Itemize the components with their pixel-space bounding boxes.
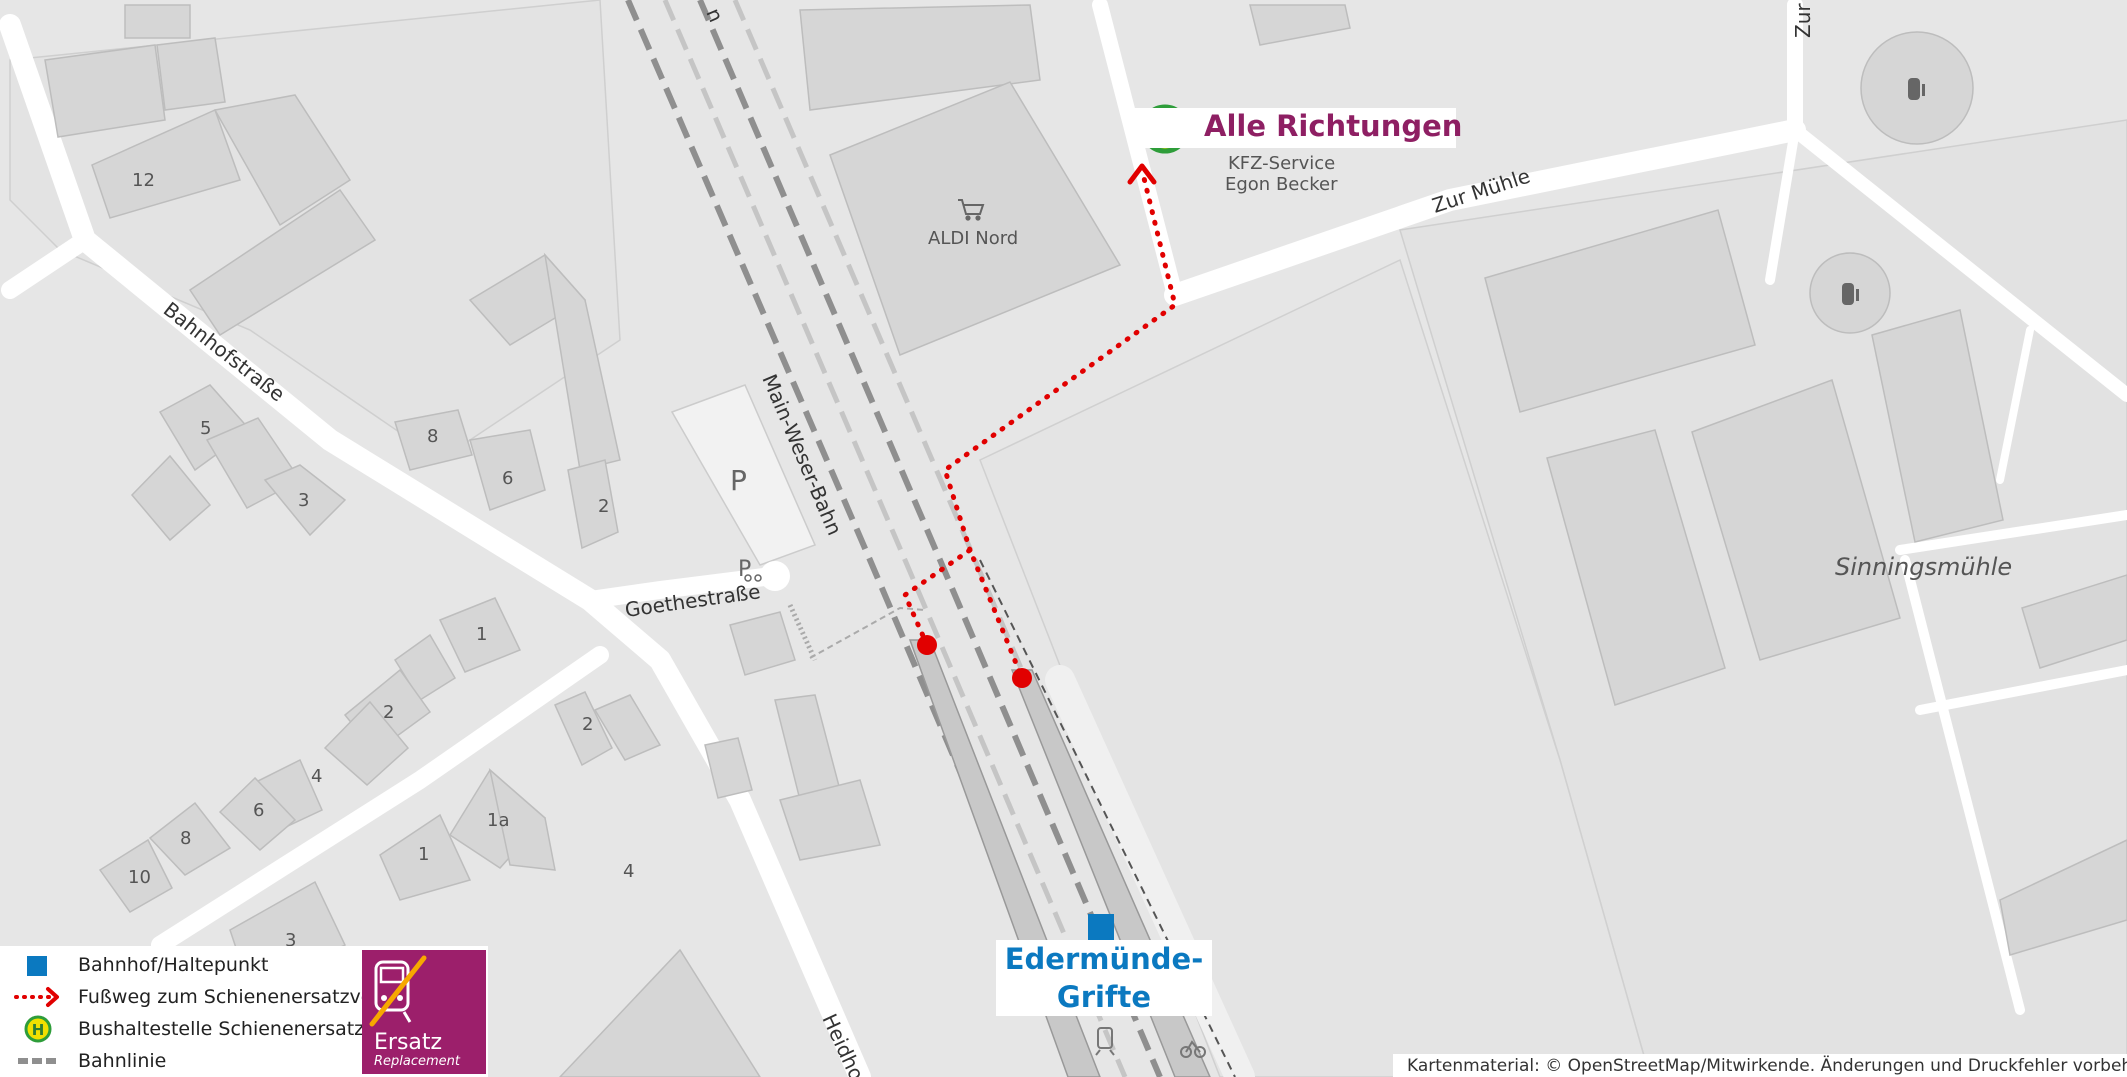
station-square-icon [14,950,62,980]
rail-track-west [625,0,1093,1077]
station-tram-icon [1095,1027,1115,1056]
house-number: 3 [298,490,309,511]
house-number: 12 [132,170,155,191]
platform-marker-west [917,635,937,655]
station-name: Edermünde- Grifte [996,940,1212,1016]
house-number: 1a [487,810,509,831]
parking-area [670,384,817,566]
legend-label: Fußweg zum Schienenersatzverkehr [78,986,423,1008]
road-goethestrasse [581,566,789,609]
ersatz-subtitle: Replacement [374,1054,461,1069]
road-zur-south [1765,125,1800,285]
road-east-south [1900,555,2025,1015]
legend-item-bus-stop: H Bushaltestelle Schienenersatzverkehr [14,1014,437,1044]
house-number: 3 [285,930,296,951]
house-number: 2 [598,496,609,517]
steps [787,603,818,662]
road-zur-east [1788,123,2127,402]
house-number: 4 [623,861,634,882]
road-south-west [151,646,609,954]
route-arrow-icon [1127,163,1157,185]
station-label-box [996,940,1212,1016]
platform-marker-east [1012,668,1032,688]
house-number: 2 [383,702,394,723]
road-east-south-2 [1915,665,2127,715]
legend-item-rail: Bahnlinie [14,1046,166,1076]
bus-stop-label-box [1130,108,1456,148]
train-crossed-icon [369,955,427,1027]
label-aldi: ALDI Nord [928,228,1018,249]
rail-track-center-1 [662,0,1128,1077]
house-numbers: 12 5 3 8 6 2 1 2 2 4 6 8 10 1 1a 4 3 [128,170,634,951]
rail-line-icon [14,1046,62,1076]
station-bike-icon [1180,1040,1206,1058]
house-number: 1 [476,624,487,645]
tank-north-icon [1908,78,1925,100]
buildings [44,4,2127,1077]
road-zur-muehle [1164,119,1806,306]
legend-item-station: Bahnhof/Haltepunkt [14,950,268,980]
station-name-line2: Grifte [1056,980,1152,1014]
footbridge [809,606,926,659]
label-kfz-2: Egon Becker [1225,174,1338,195]
ersatz-badge: Ersatz Replacement [362,950,486,1074]
house-number: 2 [582,714,593,735]
walking-route [901,167,1178,681]
bus-stop-h-icon: H [14,1014,62,1044]
house-number: 6 [502,468,513,489]
station-name-line1: Edermünde- [1004,942,1204,976]
house-number: 4 [311,766,322,787]
legend-item-footpath: Fußweg zum Schienenersatzverkehr [14,982,422,1012]
house-number: 10 [128,867,151,888]
label-zur: Zur [1791,3,1815,38]
shop-cart-icon [958,199,985,221]
house-number: 1 [418,844,429,865]
station-square-icon [1088,914,1114,940]
house-number: 8 [180,828,191,849]
road-kfz-north [1092,0,1183,303]
tank-south-icon [1842,283,1859,305]
svg-text:H: H [32,1021,45,1039]
road-east-top [1996,326,2034,484]
road-east-mill [1895,510,2127,555]
house-number: 6 [253,800,264,821]
dotted-arrow-icon [14,982,62,1012]
label-parking: P [730,464,747,497]
map-attribution: Kartenmaterial: © OpenStreetMap/Mitwirke… [1393,1054,2127,1077]
rail-track-center-2 [697,0,1163,1077]
legend-label: Bahnhof/Haltepunkt [78,954,269,976]
house-number: 8 [427,426,438,447]
legend-label: Bushaltestelle Schienenersatzverkehr [78,1018,437,1040]
legend-label: Bahnlinie [78,1050,167,1072]
bus-stop-name: Alle Richtungen [1204,109,1463,143]
parking-bicycle-icon: P [738,557,762,582]
road-bahnhof-left [1,231,94,299]
label-kfz-1: KFZ-Service [1228,153,1335,174]
parking-turn [760,561,790,591]
ersatz-title: Ersatz [374,1030,443,1055]
label-sinningsmuehle: Sinningsmühle [1835,553,2012,581]
house-number: 5 [200,418,211,439]
